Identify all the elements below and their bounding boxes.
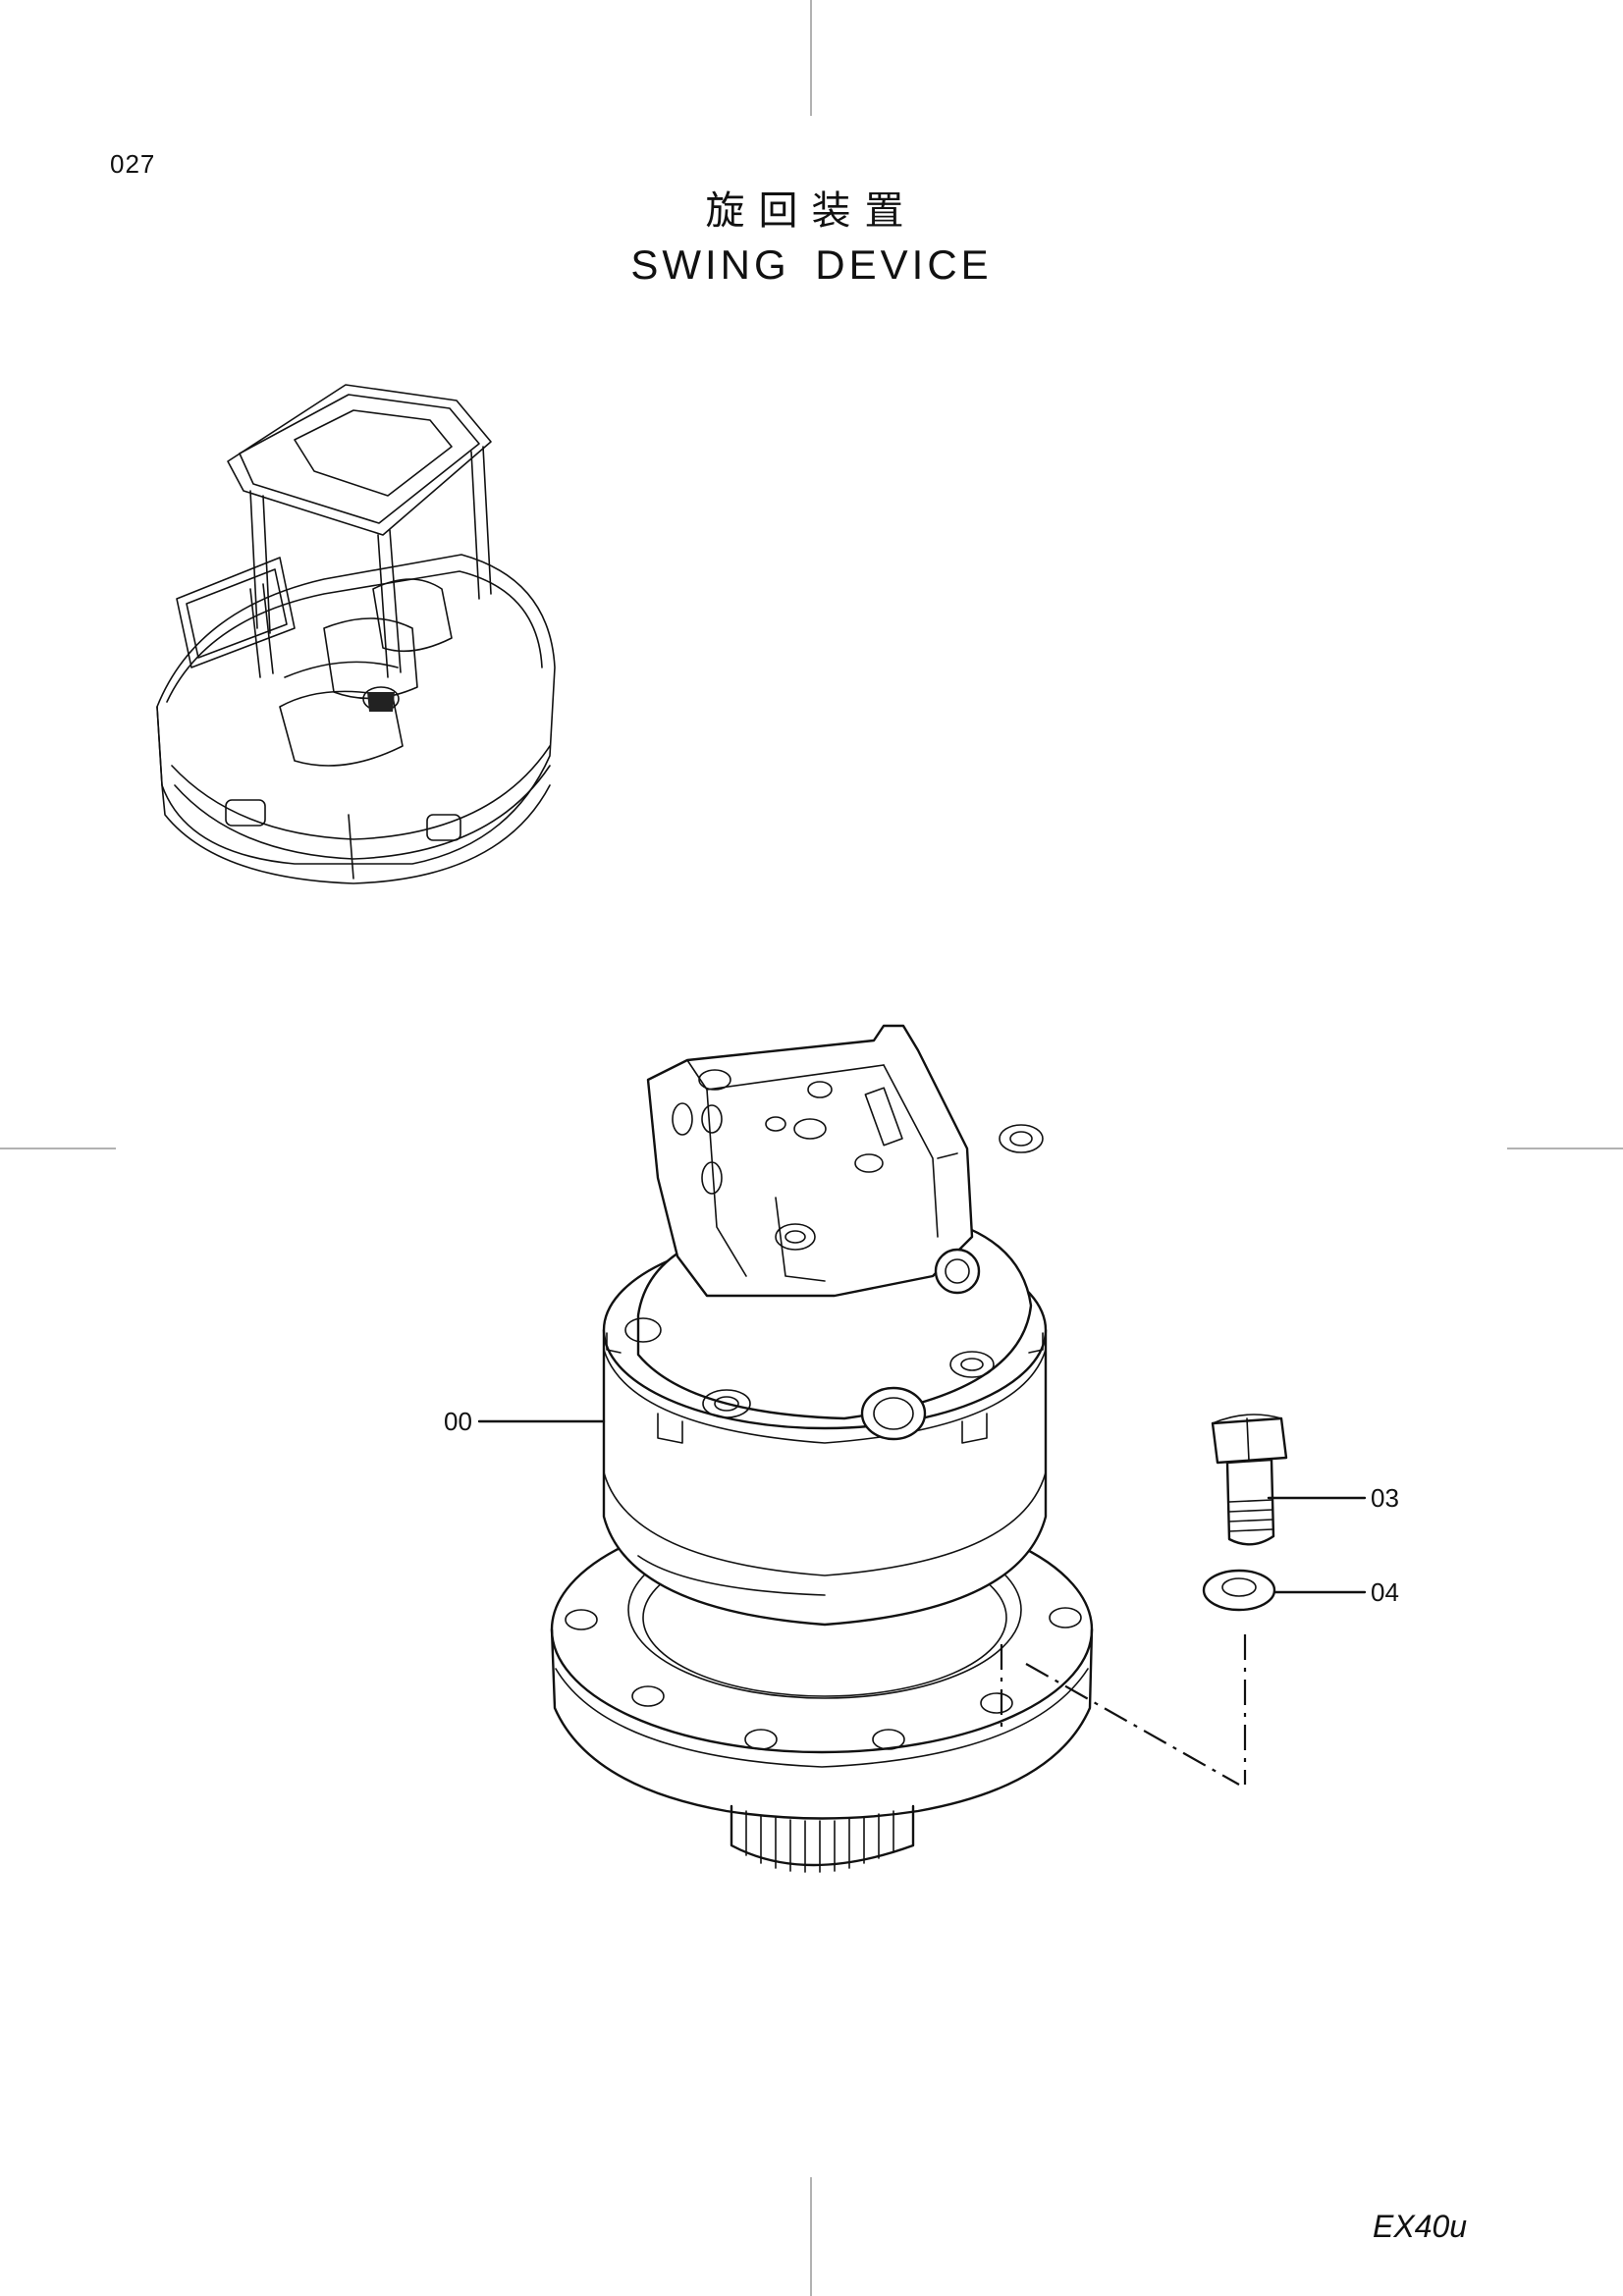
model-label: EX40u — [1373, 2209, 1468, 2244]
leader-lines — [477, 1419, 1367, 1786]
title-english: SWING DEVICE — [630, 241, 993, 288]
swing-device-assembly-illustration — [550, 1024, 1094, 1873]
part-label-washer: 04 — [1371, 1577, 1399, 1607]
washer-illustration — [1202, 1569, 1276, 1612]
part-label-bolt: 03 — [1371, 1483, 1399, 1513]
bolt-illustration — [1211, 1414, 1288, 1546]
page-title: 旋回装置 SWING DEVICE — [0, 187, 1623, 294]
part-label-assembly: 00 — [444, 1407, 472, 1436]
title-chinese: 旋回装置 — [705, 188, 918, 234]
page-number: 027 — [110, 149, 156, 179]
excavator-overview-illustration — [156, 384, 556, 884]
